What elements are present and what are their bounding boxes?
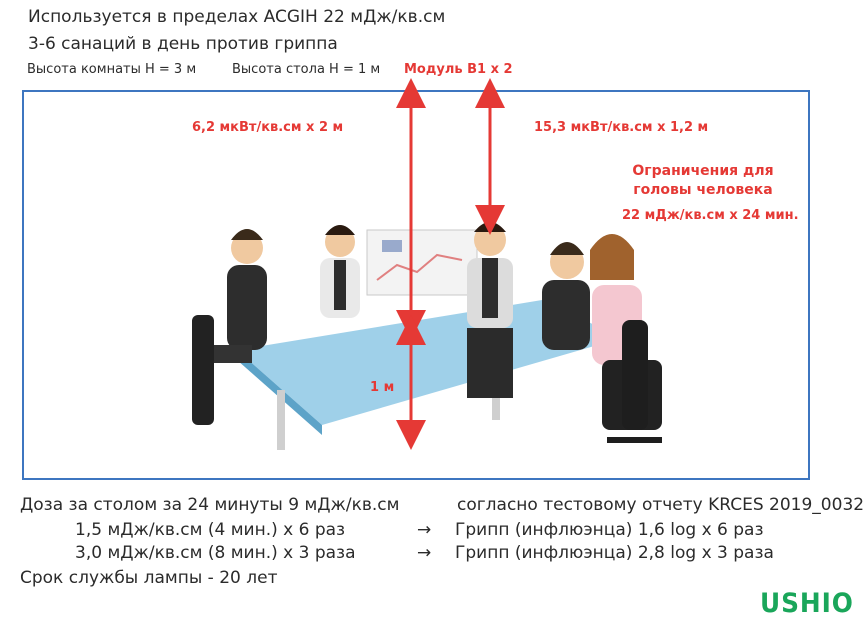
- row2-arrow: →: [417, 543, 432, 563]
- row2-right: Грипп (инфлюэнца) 2,8 log x 3 раза: [455, 543, 774, 563]
- header-line-1: Используется в пределах ACGIH 22 мДж/кв.…: [28, 7, 446, 27]
- limit-title-1: Ограничения для: [632, 163, 774, 179]
- room-height: Высота комнаты H = 3 м: [27, 62, 197, 77]
- table-height: Высота стола H = 1 м: [232, 62, 381, 77]
- person-right-front: [542, 242, 590, 350]
- person-left-middle: [320, 225, 360, 318]
- limit-title-2: головы человека: [633, 182, 773, 198]
- left-irradiance-label: 6,2 мкВт/кв.см x 2 м: [192, 120, 344, 135]
- dose-line: Доза за столом за 24 минуты 9 мДж/кв.см: [20, 495, 400, 515]
- limit-value: 22 мДж/кв.см x 24 мин.: [622, 208, 799, 223]
- lamp-lifetime: Срок службы лампы - 20 лет: [20, 568, 278, 588]
- right-irradiance-label: 15,3 мкВт/кв.см x 1,2 м: [534, 120, 709, 135]
- person-right-standing: [467, 222, 513, 398]
- person-left-back: [192, 229, 267, 425]
- row1-arrow: →: [417, 520, 432, 540]
- row1-left: 1,5 мДж/кв.см (4 мин.) x 6 раз: [75, 520, 346, 540]
- row1-right: Грипп (инфлюэнца) 1,6 log x 6 раз: [455, 520, 764, 540]
- ushio-logo: USHIO: [760, 588, 854, 619]
- header-line-2: 3-6 санаций в день против гриппа: [28, 34, 338, 54]
- report-line: согласно тестовому отчету KRCES 2019_003…: [457, 495, 864, 515]
- module-label: Модуль B1 x 2: [404, 62, 513, 77]
- table-height-label: 1 м: [370, 380, 395, 395]
- row2-left: 3,0 мДж/кв.см (8 мин.) x 3 раза: [75, 543, 356, 563]
- chair-right: [607, 320, 662, 443]
